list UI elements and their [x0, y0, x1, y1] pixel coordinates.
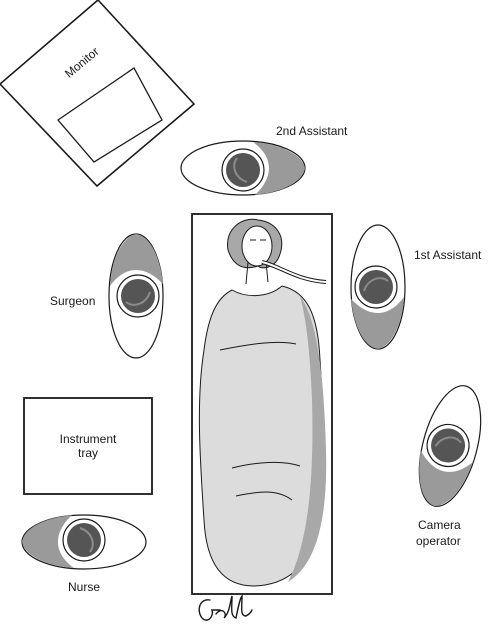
camera-operator-label-line1: Camera — [418, 518, 461, 532]
instrument-tray — [23, 397, 153, 495]
nurse-figure — [21, 514, 147, 570]
first-assistant-figure — [350, 224, 406, 350]
instrument-tray-label-line1: Instrument — [59, 432, 117, 446]
second-assistant-figure — [180, 140, 306, 196]
second-assistant-label: 2nd Assistant — [276, 124, 348, 138]
camera-operator-figure — [406, 378, 489, 514]
monitor-unit — [0, 0, 196, 188]
artist-signature — [198, 594, 253, 621]
first-assistant-label: 1st Assistant — [414, 248, 482, 262]
camera-operator-label-line2: operator — [416, 534, 461, 548]
nurse-label: Nurse — [68, 580, 101, 594]
instrument-tray-label-line2: tray — [77, 446, 98, 460]
surgeon-figure — [108, 233, 164, 359]
patient-figure — [198, 218, 327, 587]
surgeon-label: Surgeon — [50, 294, 96, 308]
